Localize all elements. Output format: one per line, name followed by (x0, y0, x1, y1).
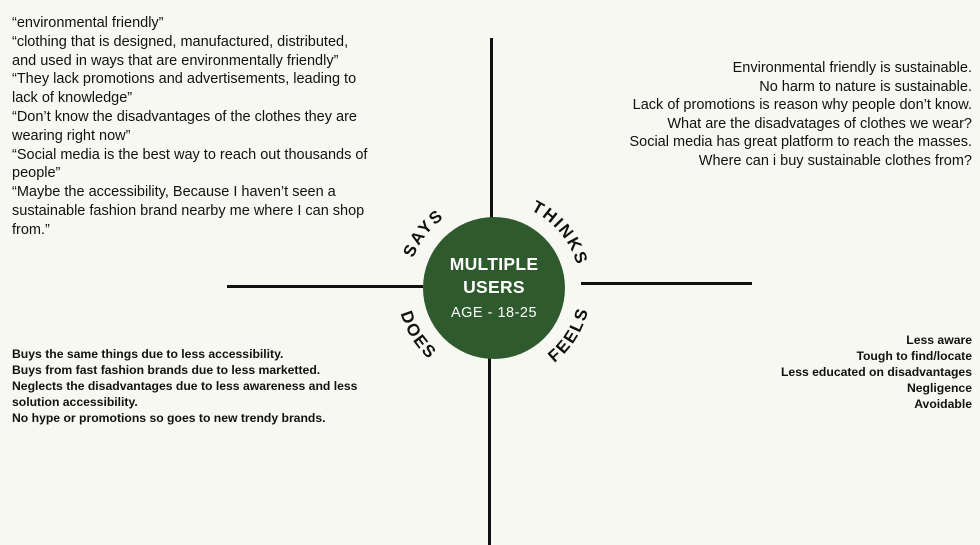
says-item: “clothing that is designed, manufactured… (12, 33, 349, 69)
does-quadrant: Buys the same things due to less accessi… (12, 346, 382, 426)
axis-vertical-bottom (488, 356, 491, 545)
feels-quadrant: Less aware Tough to find/locate Less edu… (712, 332, 972, 412)
says-item: “Don’t know the disadvantages of the clo… (12, 108, 357, 144)
says-item: “They lack promotions and advertisements… (12, 71, 357, 107)
center-title-line2: USERS (463, 277, 525, 297)
center-subtitle: AGE - 18-25 (450, 305, 538, 321)
thinks-item: What are the disadvatages of clothes we … (667, 115, 972, 132)
feels-item: Avoidable (914, 397, 972, 411)
thinks-item: Environmental friendly is sustainable. (732, 60, 972, 76)
thinks-item: Lack of promotions is reason why people … (632, 97, 972, 114)
says-item: “environmental friendly” (12, 15, 164, 31)
axis-vertical-top (490, 38, 493, 235)
feels-item: Negligence (906, 381, 972, 395)
says-quadrant: “environmental friendly” “clothing that … (12, 14, 372, 240)
thinks-quadrant: Environmental friendly is sustainable. N… (552, 59, 972, 171)
feels-item: Less aware (906, 333, 972, 347)
thinks-item: Where can i buy sustainable clothes from… (698, 152, 972, 169)
does-item: Buys the same things due to less accessi… (12, 347, 284, 361)
center-title-line1: MULTIPLE (449, 254, 539, 274)
axis-horizontal-right (581, 282, 752, 285)
feels-item: Less educated on disadvantages (780, 365, 972, 379)
center-user-circle: MULTIPLE USERS AGE - 18-25 (423, 217, 565, 359)
feels-item: Tough to find/locate (856, 349, 972, 363)
says-item: “Maybe the accessibility, Because I have… (12, 184, 365, 238)
thinks-item: Social media has great platform to reach… (629, 134, 972, 151)
axis-horizontal-left (227, 285, 423, 288)
thinks-item: No harm to nature is sustainable. (759, 78, 972, 95)
does-item: Neglects the disadvantages due to less a… (12, 379, 358, 409)
does-item: Buys from fast fashion brands due to les… (12, 363, 321, 377)
does-item: No hype or promotions so goes to new tre… (12, 411, 326, 425)
says-item: “Social media is the best way to reach o… (12, 146, 368, 182)
center-title: MULTIPLE USERS (423, 253, 565, 299)
